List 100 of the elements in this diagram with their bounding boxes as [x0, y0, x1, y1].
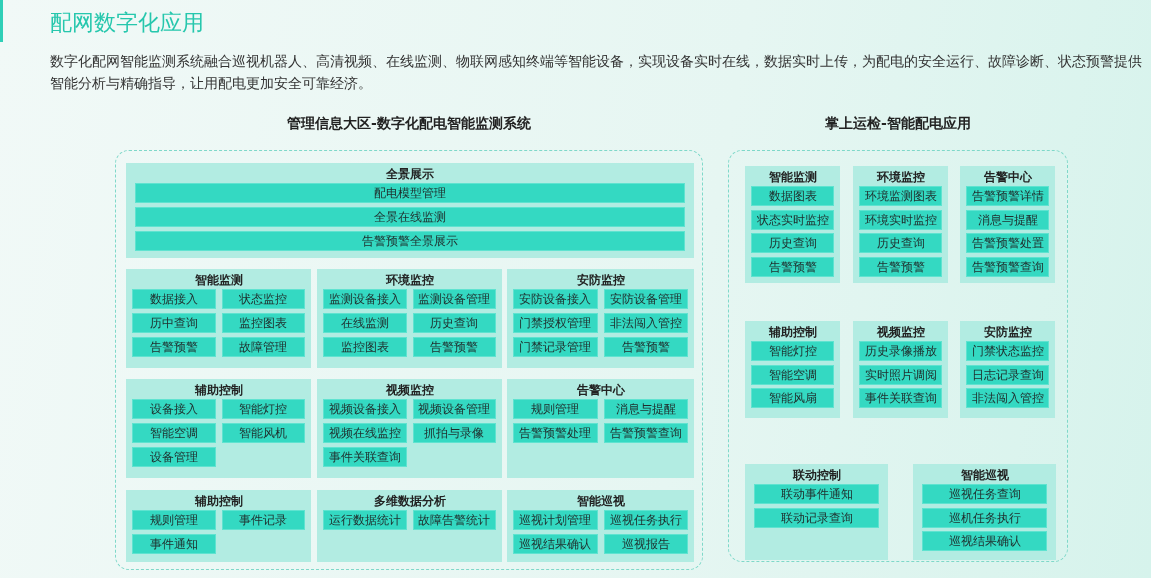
- function-box: 事件关联查询: [859, 388, 942, 408]
- function-box: 智能空调: [132, 423, 216, 443]
- function-box: 环境监测图表: [859, 186, 942, 206]
- group-title: 辅助控制: [193, 382, 244, 399]
- function-box: 监控图表: [221, 313, 305, 333]
- group-panel: [745, 464, 888, 560]
- function-box: 告警预警处置: [966, 233, 1049, 253]
- function-box: 监测设备接入: [323, 289, 407, 309]
- function-box: 消息与提醒: [603, 399, 688, 419]
- group-title: 安防监控: [575, 272, 626, 289]
- group-title: 辅助控制: [767, 324, 818, 341]
- function-box: 日志记录查询: [966, 364, 1049, 385]
- function-box: 监控图表: [323, 337, 407, 357]
- function-box: 智能灯控: [221, 399, 305, 419]
- function-box: 环境实时监控: [859, 209, 942, 230]
- function-box: 规则管理: [513, 399, 598, 419]
- group-panel: [126, 269, 311, 368]
- function-box: 非法闯入管控: [966, 388, 1049, 408]
- group-panel: [126, 163, 694, 258]
- group-title: 智能巡视: [959, 467, 1010, 484]
- function-box: 告警预警处理: [513, 423, 598, 443]
- function-box: 智能风机: [221, 423, 305, 443]
- group-panel: [745, 321, 840, 418]
- function-box: 故障管理: [221, 337, 305, 357]
- group-panel: [507, 379, 694, 478]
- function-box: 事件关联查询: [323, 447, 407, 467]
- group-panel: [126, 379, 311, 478]
- function-box: 实时照片调阅: [859, 364, 942, 385]
- panel-title: 掌上运检-智能配电应用: [824, 115, 972, 133]
- group-panel: [960, 321, 1055, 418]
- function-box: 巡视计划管理: [513, 510, 598, 530]
- function-box: 运行数据统计: [323, 510, 407, 530]
- function-box: 安防设备接入: [513, 289, 598, 309]
- group-title: 告警中心: [575, 382, 626, 399]
- group-panel: [853, 166, 948, 283]
- function-box: 设备接入: [132, 399, 216, 419]
- function-box: 智能空调: [751, 364, 834, 385]
- function-box: 告警预警: [751, 256, 834, 277]
- function-box: 告警预警: [603, 337, 688, 357]
- function-box: 巡视结果确认: [513, 534, 598, 554]
- function-box: 告警预警: [412, 337, 496, 357]
- group-title: 视频监控: [384, 382, 435, 399]
- function-box: 历史查询: [412, 313, 496, 333]
- function-box: 视频在线监控: [323, 423, 407, 443]
- group-panel: [853, 321, 948, 418]
- page-title: 配网数字化应用: [50, 9, 204, 37]
- group-panel: [745, 166, 840, 283]
- group-panel: [317, 490, 502, 562]
- function-box: 告警预警全景展示: [135, 231, 685, 251]
- function-box: 智能风扇: [751, 388, 834, 408]
- function-box: 联动事件通知: [754, 484, 879, 504]
- group-panel: [507, 269, 694, 368]
- group-title: 告警中心: [982, 169, 1033, 186]
- function-box: 视频设备管理: [412, 399, 496, 419]
- function-box: 巡视结果确认: [922, 531, 1047, 551]
- function-box: 数据图表: [751, 186, 834, 206]
- function-box: 巡视报告: [603, 534, 688, 554]
- function-box: 消息与提醒: [966, 209, 1049, 230]
- group-title: 安防监控: [982, 324, 1033, 341]
- function-box: 故障告警统计: [412, 510, 496, 530]
- function-box: 告警预警: [859, 256, 942, 277]
- function-box: 抓拍与录像: [412, 423, 496, 443]
- function-box: 门禁授权管理: [513, 313, 598, 333]
- function-box: 状态监控: [221, 289, 305, 309]
- panel-title: 管理信息大区-数字化配电智能监测系统: [286, 115, 532, 133]
- function-box: 事件记录: [221, 510, 305, 530]
- group-title: 环境监控: [384, 272, 435, 289]
- function-box: 全景在线监测: [135, 207, 685, 227]
- function-box: 事件通知: [132, 534, 216, 554]
- function-box: 视频设备接入: [323, 399, 407, 419]
- group-panel: [317, 379, 502, 478]
- function-box: 安防设备管理: [603, 289, 688, 309]
- function-box: 非法闯入管控: [603, 313, 688, 333]
- group-title: 全景展示: [385, 166, 435, 183]
- function-box: 告警预警: [132, 337, 216, 357]
- function-box: 设备管理: [132, 447, 216, 467]
- function-box: 监测设备管理: [412, 289, 496, 309]
- function-box: 告警预警查询: [966, 256, 1049, 277]
- description-text: 数字化配网智能监测系统融合巡视机器人、高清视频、在线监测、物联网感知终端等智能设备，实现设备实时在线，数据实时上传，为配电的安全运行、故障诊断、状态预警提供智能分析与精确指导，让用配电更加安全可靠经济。: [50, 52, 1143, 93]
- function-box: 历史查询: [859, 233, 942, 253]
- function-box: 数据接入: [132, 289, 216, 309]
- function-box: 巡视任务执行: [603, 510, 688, 530]
- group-panel: [126, 490, 311, 562]
- function-box: 告警预警查询: [603, 423, 688, 443]
- group-panel: [507, 490, 694, 562]
- group-title: 辅助控制: [193, 493, 244, 510]
- function-box: 规则管理: [132, 510, 216, 530]
- function-box: 配电模型管理: [135, 183, 685, 203]
- group-title: 智能监测: [767, 169, 818, 186]
- group-panel: [317, 269, 502, 368]
- function-box: 告警预警详情: [966, 186, 1049, 206]
- group-title: 多维数据分析: [372, 493, 447, 510]
- group-title: 环境监控: [875, 169, 926, 186]
- function-box: 历中查询: [132, 313, 216, 333]
- function-box: 状态实时监控: [751, 209, 834, 230]
- function-box: 历史查询: [751, 233, 834, 253]
- function-box: 智能灯控: [751, 341, 834, 361]
- function-box: 历史录像播放: [859, 341, 942, 361]
- function-box: 联动记录查询: [754, 507, 879, 528]
- function-box: 门禁记录管理: [513, 337, 598, 357]
